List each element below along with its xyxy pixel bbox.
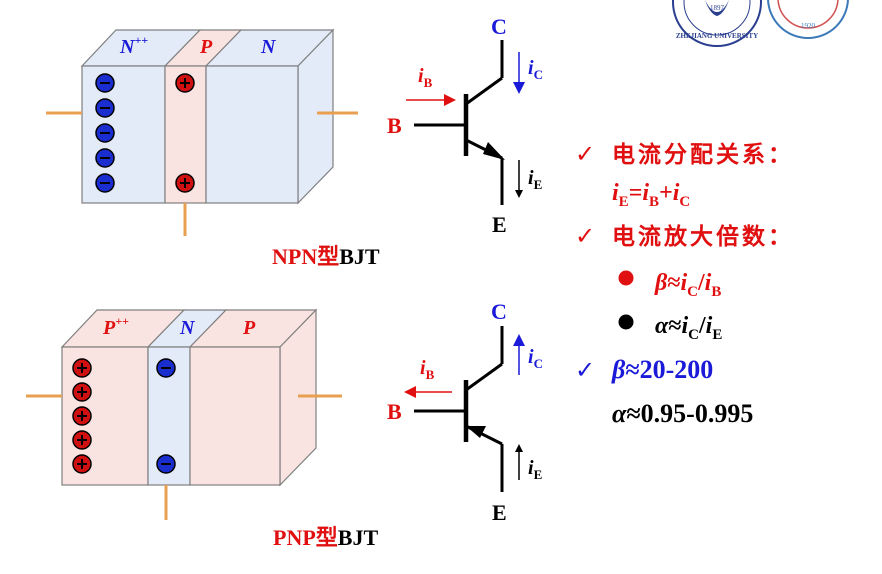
pnp-block: P++ N P (26, 308, 342, 520)
black-bullet-icon (618, 314, 634, 330)
pnp-electrons (156, 358, 176, 474)
hole-icon (72, 430, 92, 450)
npn-region-p: P (199, 36, 213, 58)
check-icon: ✓ (575, 356, 595, 384)
current-equation: iE=iB+iC (612, 180, 690, 210)
notes-panel: ✓ 电流分配关系： iE=iB+iC ✓ 电流放大倍数： β≈iC/iB α≈i… (575, 140, 794, 428)
pnp-emitter-label: E (492, 500, 507, 525)
npn-ie-label: iE (528, 167, 542, 192)
npn-caption: NPN型BJT (272, 244, 380, 270)
electron-icon (156, 358, 176, 378)
pnp-caption: PNP型BJT (273, 525, 378, 551)
second-logo: 1920 (767, 0, 849, 39)
current-distribution-heading: 电流分配关系： (612, 141, 794, 168)
electron-icon (156, 454, 176, 474)
npn-region-n-plus: N++ (119, 33, 148, 58)
logo-university-name: ZHEJIANG UNIVERSITY (676, 32, 758, 40)
npn-ic-label: iC (528, 57, 543, 82)
npn-ib-label: iB (418, 65, 433, 90)
npn-symbol: C B E iB iC iE (387, 14, 543, 237)
beta-range: β≈20-200 (611, 355, 713, 384)
alpha-range: α≈0.95-0.995 (612, 399, 753, 428)
npn-electrons (95, 73, 115, 193)
electron-icon (95, 123, 115, 143)
npn-base-label: B (387, 113, 402, 138)
pnp-ic-label: iC (528, 346, 543, 371)
electron-icon (95, 73, 115, 93)
npn-emitter-label: E (492, 212, 507, 237)
npn-collector-label: C (491, 14, 507, 39)
check-icon: ✓ (575, 222, 595, 250)
hole-icon (72, 406, 92, 426)
zju-logo: 1897 ZHEJIANG UNIVERSITY (672, 0, 762, 47)
hole-icon (72, 358, 92, 378)
pnp-region-n: N (179, 317, 196, 339)
electron-icon (95, 98, 115, 118)
electron-icon (95, 148, 115, 168)
pnp-ie-label: iE (528, 457, 542, 482)
logo-year-2: 1920 (801, 22, 816, 30)
npn-block: N++ P N (46, 28, 358, 236)
logo-year: 1897 (710, 4, 725, 12)
electron-icon (95, 173, 115, 193)
npn-holes (175, 73, 195, 193)
pnp-collector-label: C (491, 299, 507, 324)
hole-icon (175, 173, 195, 193)
red-bullet-icon (618, 270, 634, 286)
hole-icon (72, 454, 92, 474)
pnp-symbol: C B E iB iC iE (387, 299, 543, 525)
npn-region-n: N (260, 36, 277, 58)
pnp-base-label: B (387, 399, 402, 424)
pnp-region-p: P (242, 317, 256, 339)
alpha-definition: α≈iC/iE (655, 313, 722, 343)
pnp-holes (72, 358, 92, 474)
check-icon: ✓ (575, 140, 595, 168)
amplification-heading: 电流放大倍数： (612, 223, 794, 250)
beta-definition: β≈iC/iB (654, 270, 721, 300)
pnp-ib-label: iB (420, 357, 435, 382)
hole-icon (72, 382, 92, 402)
hole-icon (175, 73, 195, 93)
pnp-region-p-plus: P++ (102, 314, 129, 339)
